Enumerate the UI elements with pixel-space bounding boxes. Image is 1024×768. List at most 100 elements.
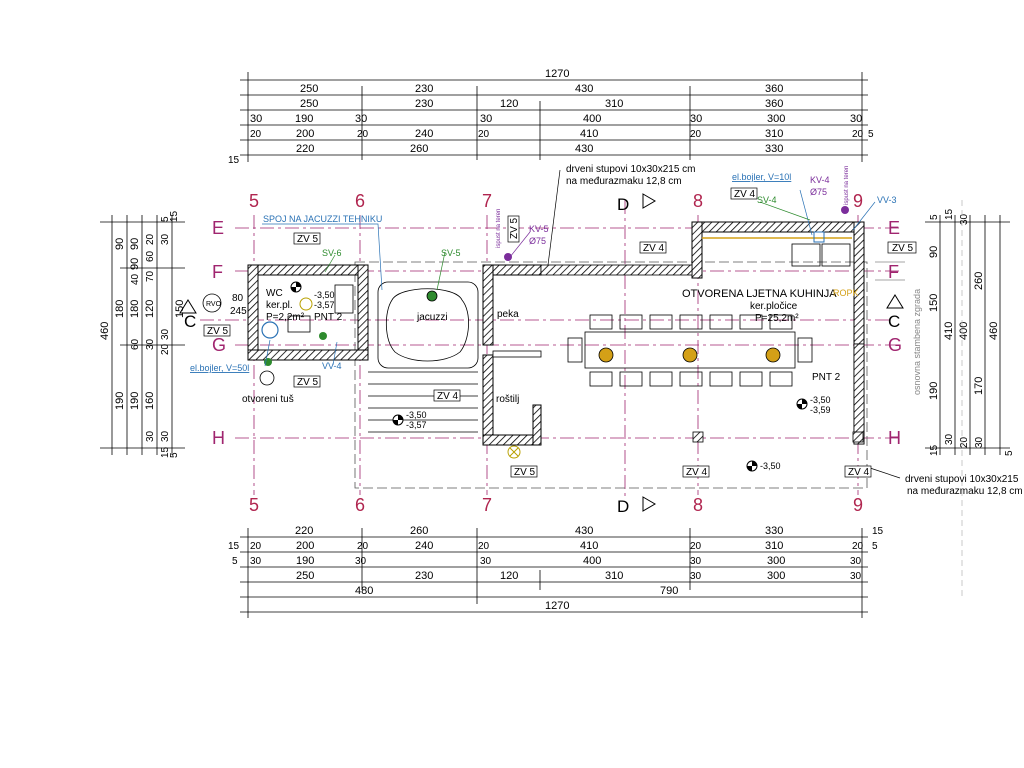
dim-bot-r1: 330	[765, 525, 783, 537]
kv5-label: KV-5	[529, 224, 549, 234]
dim-right-fine: 15	[944, 208, 955, 220]
dim-top-r4: 20	[250, 129, 262, 140]
wall	[247, 349, 369, 361]
dim-bot-r2: 20	[478, 541, 490, 552]
chair	[619, 314, 643, 330]
zv-tags: ZV 5 ZV 5 ZV 5 ZV 5 ZV 5 ZV 4 ZV 4 ZV 4 …	[203, 187, 917, 478]
chair	[769, 314, 793, 330]
dim-right-c2: 410	[943, 322, 955, 340]
dim-left-inner: 60	[145, 250, 156, 262]
dim-left-inner: 120	[144, 300, 156, 318]
timber-posts-note: na međurazmaku 12,8 cm	[907, 486, 1023, 497]
timber-post-row	[540, 264, 693, 276]
sv4-label: SV-4	[757, 195, 777, 205]
dim-left-mid: 190	[129, 392, 141, 410]
toilet-icon	[334, 284, 354, 314]
dim-bot-r5: 480	[355, 585, 373, 597]
chair	[649, 371, 673, 387]
kv4-label: KV-4	[810, 175, 830, 185]
axis-col-label: 8	[693, 191, 703, 211]
dim-left-fine: 5	[169, 452, 180, 458]
dim-left-inner: 160	[144, 392, 156, 410]
dim-left-fine: 20	[160, 343, 171, 355]
wall	[482, 354, 494, 446]
wall	[691, 221, 703, 279]
shower-icon	[259, 370, 275, 386]
axis-row-label: F	[212, 262, 223, 282]
axis-col-label: 6	[355, 191, 365, 211]
zv-tag: ZV 5	[297, 377, 319, 388]
chair	[739, 371, 763, 387]
dim-right-fine: 30	[974, 436, 985, 448]
axis-col-label: 7	[482, 191, 492, 211]
zv-tag: ZV 4	[437, 391, 459, 402]
dim-top-r4: 20	[357, 129, 369, 140]
dim-left-fine: 5	[160, 216, 171, 222]
dim-left-extra: 80	[232, 293, 244, 304]
dim-bot-r2: 20	[250, 541, 262, 552]
wc-area: P=2,2m²	[266, 312, 305, 323]
light-fixture-icon	[509, 447, 519, 457]
jacuzzi-link-label: SPOJ NA JACUZZI TEHNIKU	[263, 214, 382, 224]
dim-top-r1: 230	[415, 83, 433, 95]
rvo-label: RVO	[206, 301, 222, 308]
dim-top-r4: 20	[852, 129, 864, 140]
level-value: -3,59	[810, 405, 831, 415]
wall	[532, 404, 542, 446]
dim-bot-r2: 410	[580, 540, 598, 552]
stove-icon	[821, 243, 851, 267]
bottom-dimension-chains	[240, 528, 868, 618]
kv4-diameter: Ø75	[810, 187, 827, 197]
section-mark-c-right: C	[888, 312, 900, 331]
axis-col-label: 9	[853, 191, 863, 211]
dim-left-fine: 30	[160, 328, 171, 340]
dim-bot-r4: 230	[415, 570, 433, 582]
dim-right-fine: 5	[1004, 450, 1015, 456]
dim-bot-r3: 30	[355, 556, 367, 567]
dim-bot-r5: 790	[660, 585, 678, 597]
dim-bot-r4: 30	[690, 571, 702, 582]
dim-top-r3: 30	[690, 113, 702, 125]
pnt-label: PNT 2	[812, 372, 841, 383]
level-marker-icon	[747, 461, 757, 471]
zv-tag: ZV 4	[643, 243, 665, 254]
dim-top-r4: 5	[868, 129, 874, 140]
dim-top-r2: 250	[300, 98, 318, 110]
dim-bot-r2: 240	[415, 540, 433, 552]
section-mark-d-top: D	[617, 195, 629, 214]
zv-tag: ZV 4	[848, 467, 870, 478]
timber-posts-note: na međurazmaku 12,8 cm	[566, 176, 682, 187]
axis-row-label: G	[888, 335, 902, 355]
level-marker-icon	[797, 399, 807, 409]
vv3-label: VV-3	[877, 195, 897, 205]
dim-top-r3: 300	[767, 113, 785, 125]
dining-table	[567, 314, 813, 387]
dim-bot-r1: 220	[295, 525, 313, 537]
dim-top-r4: 310	[765, 128, 783, 140]
axis-col-label: 9	[853, 495, 863, 515]
jacuzzi-label: jacuzzi	[416, 312, 448, 323]
column	[852, 431, 864, 443]
axis-col-label: 5	[249, 495, 259, 515]
wall	[357, 264, 369, 361]
axis-labels: 5 6 7 8 9 5 6 7 8 9 E F G H E F G H	[212, 191, 902, 515]
dim-bot-r3: 400	[583, 555, 601, 567]
dim-left-extra: 245	[230, 306, 247, 317]
dim-top-r4: 240	[415, 128, 433, 140]
dim-bot-r3: 300	[767, 555, 785, 567]
dim-top-r3: 400	[583, 113, 601, 125]
wall	[853, 221, 865, 345]
level-value: -3,57	[314, 300, 335, 310]
open-shower-label: otvoreni tuš	[242, 394, 294, 405]
chair	[739, 314, 763, 330]
top-dimension-texts: 1270 250 230 430 360 250 230 120 310 360…	[228, 68, 874, 166]
counter	[492, 350, 542, 358]
dim-bot-r3: 30	[690, 556, 702, 567]
bottom-dimension-texts: 220 260 430 330 15 15 20 200 20 240 20 4…	[228, 525, 884, 612]
boiler-label: el.bojler, V=10l	[732, 172, 791, 182]
level-markers	[290, 281, 808, 472]
ropk-label: ROPK	[833, 288, 859, 298]
dim-right-fine: 30	[944, 433, 955, 445]
level-value: -3,57	[406, 420, 427, 430]
